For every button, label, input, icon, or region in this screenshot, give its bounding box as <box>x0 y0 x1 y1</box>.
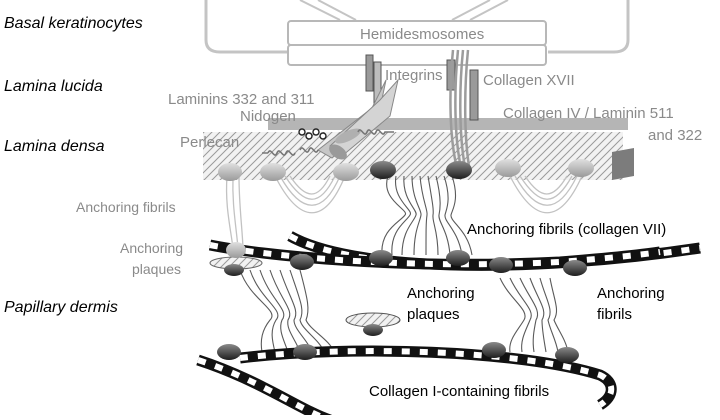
dark-anchoring-fibrils <box>239 175 569 353</box>
label-collagen-iv-laminin-line1: Collagen IV / Laminin 511 <box>503 105 674 122</box>
label-collagen-iv-laminin-line2: and 322 <box>648 127 702 144</box>
label-collagen-i-fibrils: Collagen I-containing fibrils <box>369 383 549 400</box>
collagen-vii-fibril-lower <box>208 239 661 270</box>
label-anchoring-fibrils-collagen-vii: Anchoring fibrils (collagen VII) <box>467 221 666 238</box>
dark-globular-domains <box>217 161 587 363</box>
layer-label-papillary-dermis: Papillary dermis <box>4 299 118 316</box>
label-anchoring-fibrils-grey: Anchoring fibrils <box>76 199 176 215</box>
anchoring-plaque-grey <box>209 242 263 270</box>
lamina-densa-edge <box>612 148 634 180</box>
collagen-i-fibril-main <box>239 345 617 410</box>
hemidesmosome-plaques <box>287 20 547 66</box>
perlecan-molecules <box>262 129 394 156</box>
grey-globular-domains <box>218 159 594 181</box>
layer-label-lamina-lucida: Lamina lucida <box>4 78 103 95</box>
label-nidogen: Nidogen <box>240 108 296 125</box>
label-collagen-xvii: Collagen XVII <box>483 72 575 89</box>
collagen-xvii-strands <box>449 49 472 173</box>
grey-anchoring-fibrils <box>225 175 583 249</box>
layer-label-basal-keratinocytes: Basal keratinocytes <box>4 15 143 32</box>
label-anchoring-plaques-grey-line2: plaques <box>132 261 181 277</box>
label-laminins: Laminins 332 and 311 <box>168 91 315 108</box>
label-anchoring-fibrils-dark-line2: fibrils <box>597 306 632 323</box>
label-hemidesmosomes: Hemidesmosomes <box>360 26 484 43</box>
label-anchoring-plaques-dark-line2: plaques <box>407 306 460 323</box>
laminin-nidogen-cluster <box>298 78 399 160</box>
layer-label-lamina-densa: Lamina densa <box>4 138 105 155</box>
label-anchoring-fibrils-dark-line1: Anchoring <box>597 285 665 302</box>
label-anchoring-plaques-grey-line1: Anchoring <box>120 240 183 256</box>
label-perlecan: Perlecan <box>180 134 239 151</box>
keratinocyte-cell <box>204 0 630 54</box>
collagen-i-fibril-left <box>196 354 332 420</box>
label-integrins: Integrins <box>385 67 443 84</box>
label-anchoring-plaques-dark-line1: Anchoring <box>407 285 475 302</box>
anchoring-plaque-dark <box>345 312 401 336</box>
